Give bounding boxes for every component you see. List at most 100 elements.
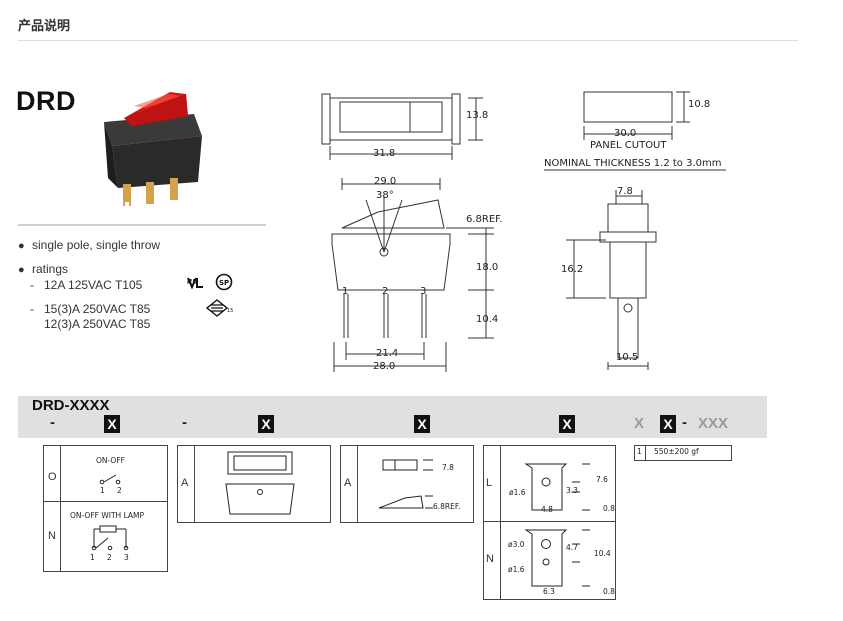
header-divider bbox=[18, 40, 798, 41]
circuit-label: ON-OFF bbox=[96, 456, 125, 465]
rating-dash: - bbox=[30, 278, 34, 292]
dim-label: 21.4 bbox=[376, 348, 399, 359]
actuator-drawing bbox=[378, 459, 433, 509]
code-separator: - bbox=[682, 414, 687, 431]
col-divider bbox=[500, 445, 501, 599]
rating-text: 15(3)A 250VAC T85 bbox=[44, 302, 151, 316]
bullet-icon: ● bbox=[18, 264, 25, 276]
code-chip: X bbox=[414, 415, 430, 433]
svg-text:SP: SP bbox=[219, 279, 229, 287]
dim-label: 7.8 bbox=[617, 186, 633, 197]
csa-mark-icon: SP bbox=[215, 273, 233, 291]
dim-label: 13.8 bbox=[466, 110, 489, 121]
dim-label: 0.8 bbox=[603, 504, 615, 513]
dim-label: 3.3 bbox=[566, 486, 578, 495]
dim-label: 10.5 bbox=[616, 352, 639, 363]
terminal-options-table bbox=[483, 445, 616, 600]
feature-text: single pole, single throw bbox=[32, 238, 161, 252]
col-divider bbox=[357, 445, 358, 522]
model-name: DRD bbox=[16, 86, 76, 116]
lamp-switch-symbol-icon bbox=[91, 525, 129, 551]
dim-label: 10.8 bbox=[688, 99, 711, 110]
dim-label: 29.0 bbox=[374, 176, 397, 187]
dim-label: ø1.6 bbox=[508, 565, 525, 574]
dim-label: 18.0 bbox=[476, 262, 499, 273]
dim-label: 0.8 bbox=[603, 587, 615, 596]
pin-label: 3 bbox=[420, 286, 427, 297]
pin-label: 2 bbox=[117, 486, 122, 495]
code-chip: X bbox=[559, 415, 575, 433]
dimension-drawing bbox=[321, 91, 726, 372]
pin-label: 3 bbox=[124, 553, 129, 562]
code-chip: X bbox=[660, 415, 676, 433]
dim-label: ø1.6 bbox=[509, 488, 526, 497]
code-separator: - bbox=[182, 414, 187, 431]
svg-text:15: 15 bbox=[227, 308, 233, 314]
top-view-body bbox=[329, 97, 453, 141]
code-optional: XXX bbox=[698, 415, 729, 432]
dim-label: 31.8 bbox=[373, 148, 396, 159]
dim-label: 6.8REF. bbox=[433, 502, 461, 511]
circuit-options-table bbox=[43, 445, 168, 572]
ordering-code-title: DRD-XXXX bbox=[32, 397, 110, 414]
dim-label: 16.2 bbox=[561, 264, 584, 275]
dim-label: 6.3 bbox=[543, 587, 555, 596]
pin-label: 2 bbox=[382, 286, 389, 297]
rating-row: - 12A 125VAC T105 bbox=[30, 278, 142, 292]
pin-label: 1 bbox=[90, 553, 95, 562]
option-code: O bbox=[48, 471, 57, 483]
option-code: N bbox=[48, 530, 56, 542]
actuator-options-table bbox=[340, 445, 474, 523]
page-header-title: 产品说明 bbox=[18, 18, 71, 33]
circuit-label: ON-OFF WITH LAMP bbox=[70, 511, 145, 520]
dim-label: 6.8REF. bbox=[466, 214, 503, 225]
code-chip: X bbox=[104, 415, 120, 433]
row-divider bbox=[483, 521, 615, 522]
ordering-code-band bbox=[18, 396, 767, 438]
option-code: A bbox=[344, 477, 352, 489]
rating-dash: - bbox=[30, 302, 34, 316]
option-code: N bbox=[486, 553, 494, 565]
dim-label: 38° bbox=[376, 190, 394, 201]
product-photo bbox=[104, 92, 202, 207]
terminal-l-drawing bbox=[524, 463, 590, 511]
code-separator: - bbox=[50, 414, 55, 431]
col-divider bbox=[60, 445, 61, 571]
code-optional: X bbox=[634, 415, 645, 432]
dim-label: ø3.0 bbox=[508, 540, 525, 549]
option-code: L bbox=[486, 477, 493, 489]
dim-label: PANEL CUTOUT bbox=[590, 140, 667, 151]
option-code: 1 bbox=[637, 447, 642, 456]
dim-label: 30.0 bbox=[614, 128, 637, 139]
enec-mark-icon: 15 bbox=[205, 299, 233, 317]
pin-label: 1 bbox=[342, 286, 349, 297]
force-options-table bbox=[634, 445, 732, 461]
dim-label: 4.8 bbox=[541, 505, 553, 514]
rating-row: - 15(3)A 250VAC T85 12(3)A 250VAC T85 bbox=[30, 302, 150, 331]
dim-label: 4.7 bbox=[566, 543, 578, 552]
bullet-icon: ● bbox=[18, 240, 25, 252]
feature-item: ● single pole, single throw bbox=[18, 238, 160, 252]
pin-label: 2 bbox=[107, 553, 112, 562]
rating-text: 12(3)A 250VAC T85 bbox=[44, 317, 151, 331]
pin-label: 1 bbox=[100, 486, 105, 495]
dim-label: 10.4 bbox=[594, 549, 611, 558]
lens-drawing bbox=[225, 451, 295, 515]
feature-text: ratings bbox=[32, 262, 69, 276]
col-divider bbox=[645, 445, 646, 460]
switch-symbol-icon bbox=[99, 474, 121, 485]
terminal-n-drawing bbox=[524, 529, 590, 587]
code-chip: X bbox=[258, 415, 274, 433]
force-value: 550±200 gf bbox=[654, 447, 699, 456]
row-divider bbox=[43, 501, 167, 502]
dim-label: 10.4 bbox=[476, 314, 499, 325]
option-code: A bbox=[181, 477, 189, 489]
dim-label: NOMINAL THICKNESS 1.2 to 3.0mm bbox=[544, 158, 722, 169]
dim-label: 7.8 bbox=[442, 463, 454, 472]
feature-item: ● ratings bbox=[18, 262, 68, 276]
features-divider bbox=[18, 224, 266, 226]
dim-label: 7.6 bbox=[596, 475, 608, 484]
rating-text: 12A 125VAC T105 bbox=[44, 278, 143, 292]
dim-label: 28.0 bbox=[373, 361, 396, 372]
ul-mark-icon: ᴿᵁ bbox=[187, 277, 203, 290]
